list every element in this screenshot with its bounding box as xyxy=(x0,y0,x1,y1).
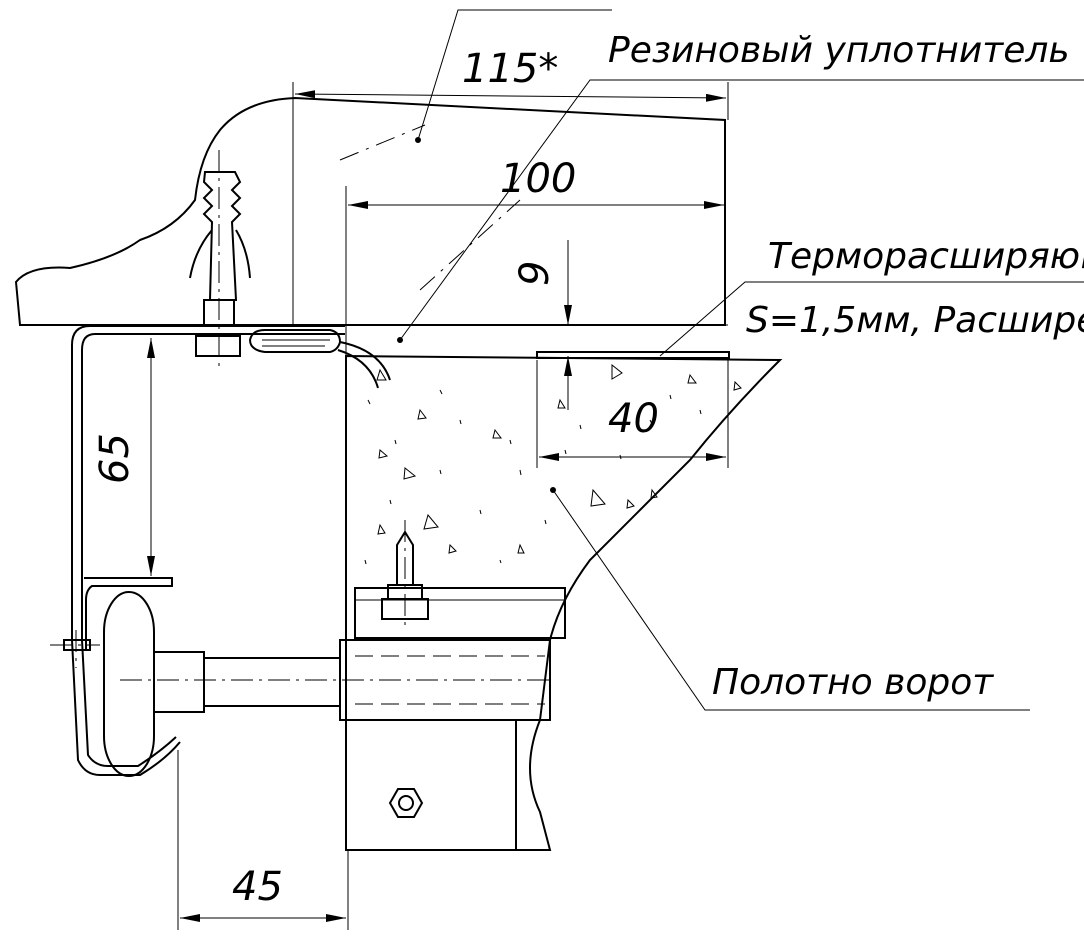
label-thermal-line1: Терморасширяющ xyxy=(768,236,1084,277)
dim-100: 100 xyxy=(345,156,724,356)
label-thermal-line2: S=1,5мм, Расшире xyxy=(746,300,1084,341)
dim-115-label: 115* xyxy=(462,46,558,92)
rubber-seal xyxy=(248,329,403,389)
dim-40-label: 40 xyxy=(608,396,659,442)
dim-9: 9 xyxy=(512,240,728,410)
dim-115: 115* xyxy=(292,46,729,325)
dim-40: 40 xyxy=(536,360,729,468)
dim-100-label: 100 xyxy=(500,156,576,202)
dim-65-label: 65 xyxy=(92,433,138,484)
thermal-strip xyxy=(536,351,730,359)
label-gate-leaf: Полотно ворот xyxy=(712,662,994,703)
lower-plate xyxy=(345,520,566,851)
wall-section xyxy=(14,96,726,326)
anchor-dowel xyxy=(189,150,251,370)
handle-assembly xyxy=(103,591,555,777)
dim-45-label: 45 xyxy=(232,864,283,910)
dim-65: 65 xyxy=(92,338,155,576)
label-rubber-seal: Резиновый уплотнитель xyxy=(608,30,1070,71)
dim-45: 45 xyxy=(177,750,349,930)
leader-lines xyxy=(399,9,1084,711)
gate-leaf xyxy=(345,354,783,851)
mounting-bracket xyxy=(50,325,345,776)
dim-9-label: 9 xyxy=(512,261,558,286)
